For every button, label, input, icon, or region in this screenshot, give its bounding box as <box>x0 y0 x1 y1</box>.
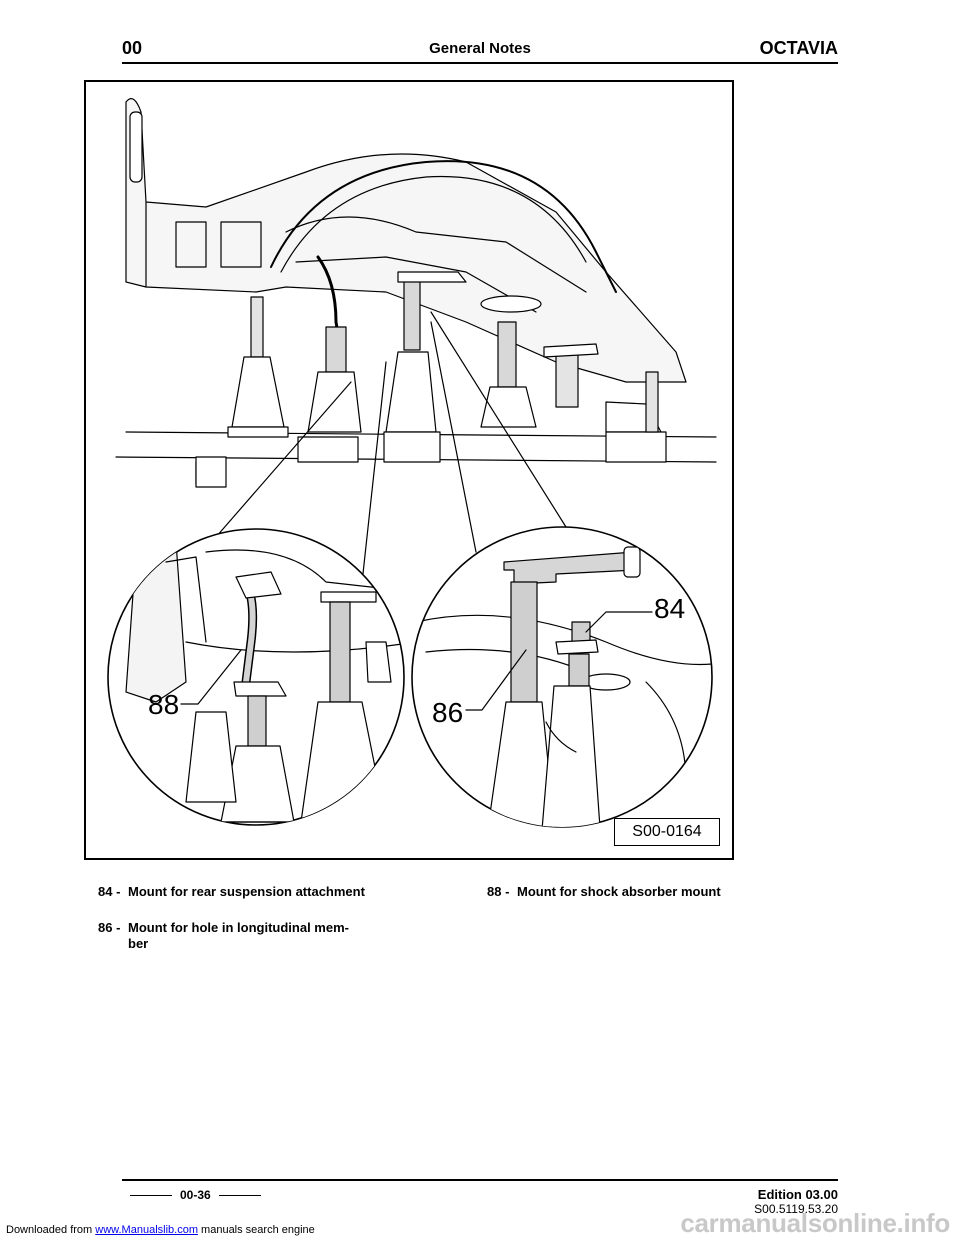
callout-84: 84 <box>654 593 685 624</box>
page-number: 00-36 <box>122 1188 269 1202</box>
legend-item-86-continued: ber <box>128 936 149 951</box>
legend-item-84: 84 -Mount for rear suspension attachment <box>98 884 365 899</box>
download-notice: Downloaded from www.Manualslib.com manua… <box>6 1224 315 1236</box>
figure-code-label: S00-0164 <box>614 818 720 846</box>
section-number: 00 <box>122 38 143 58</box>
page-title: General Notes <box>429 40 531 57</box>
footer-rule <box>122 1179 838 1181</box>
header-rule <box>122 62 838 64</box>
legend-item-88: 88 -Mount for shock absorber mount <box>487 884 721 899</box>
model-name: OCTAVIA <box>759 38 838 58</box>
callout-88: 88 <box>148 689 179 720</box>
legend-item-86: 86 -Mount for hole in longitudinal mem- <box>98 920 349 935</box>
document-code: S00.5119.53.20 <box>754 1202 838 1216</box>
edition-label: Edition 03.00 <box>757 1187 838 1202</box>
watermark: carmanualsonline.info <box>680 1208 950 1238</box>
manualslib-link[interactable]: www.Manualslib.com <box>95 1224 198 1236</box>
figure-illustration: 88 86 84 S00-0164 <box>84 80 734 860</box>
callout-86: 86 <box>432 697 463 728</box>
vehicle-on-stands-drawing: 88 86 84 <box>107 98 717 828</box>
